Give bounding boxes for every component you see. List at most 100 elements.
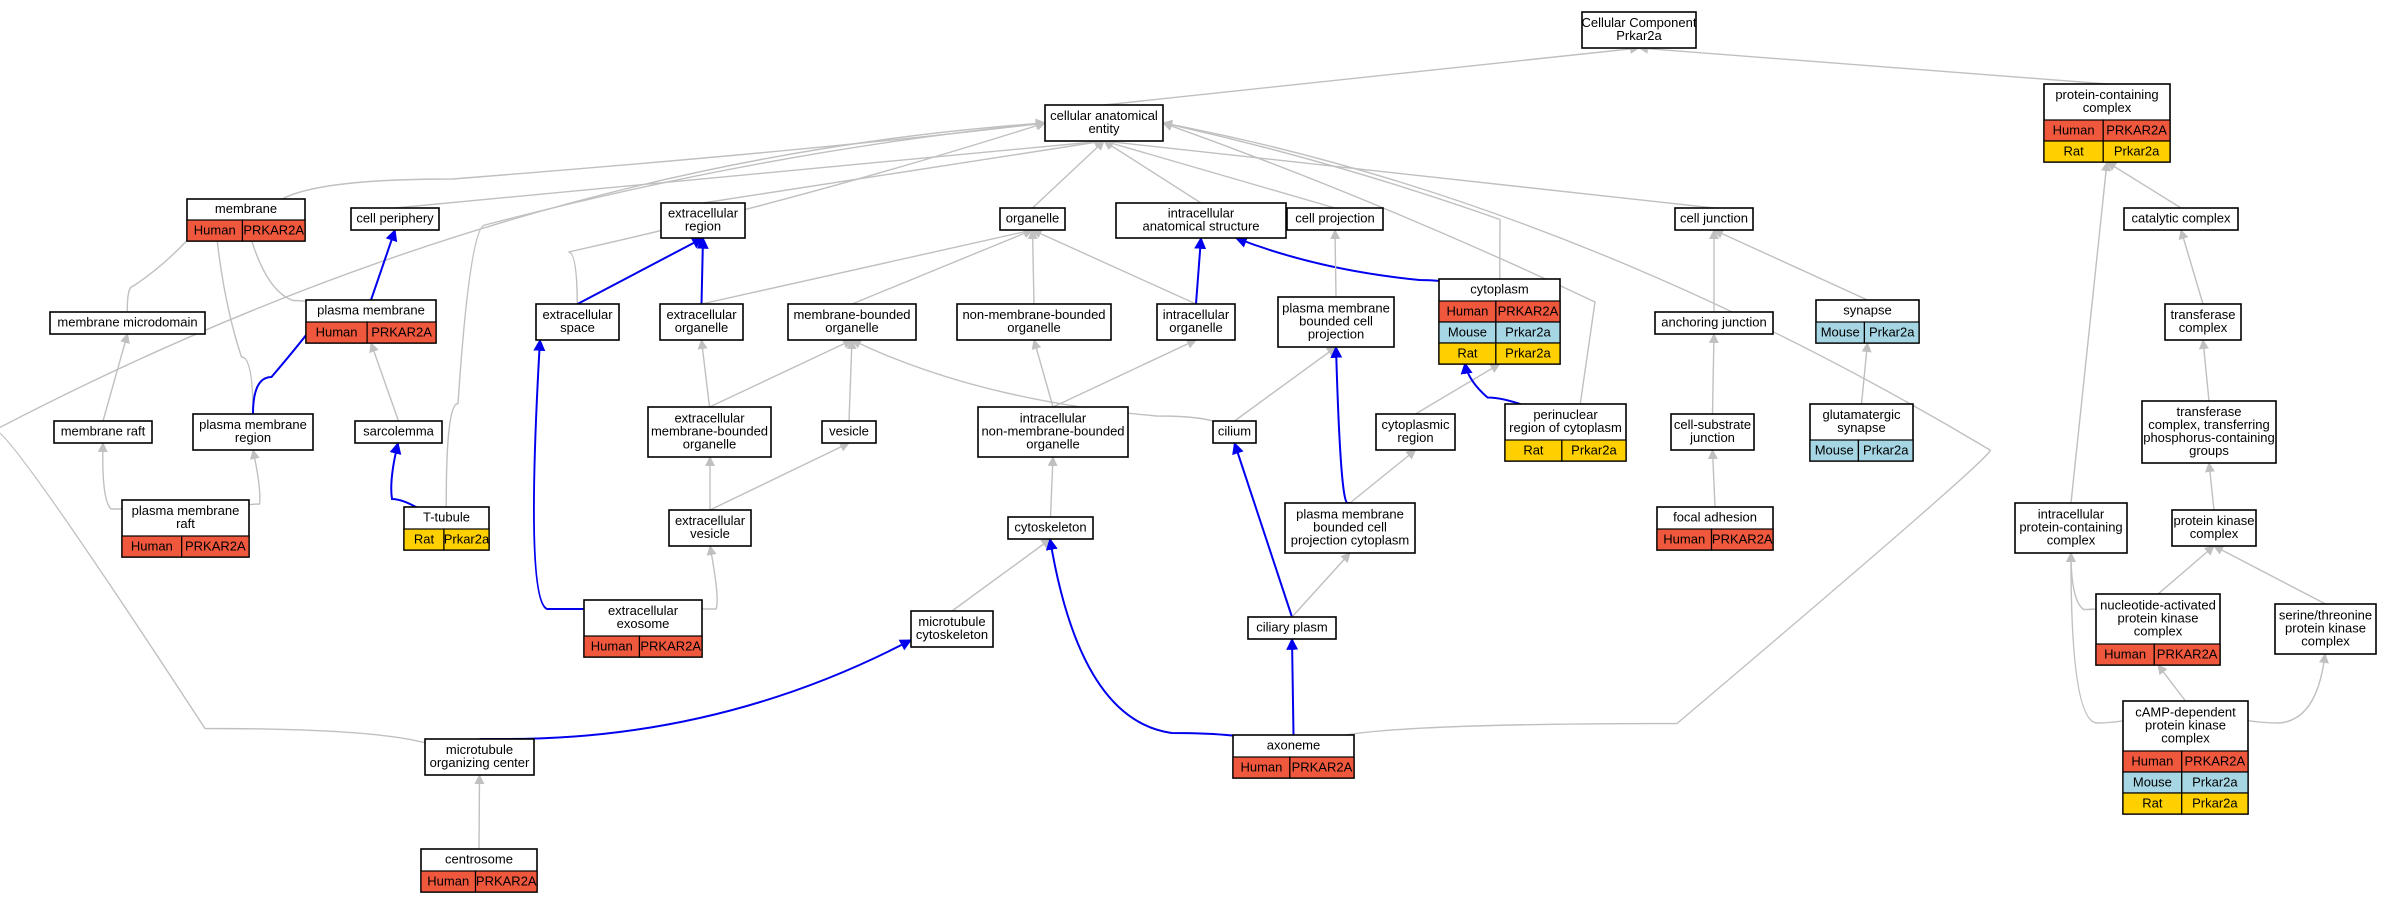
node-organelle[interactable]: organelle (999, 207, 1066, 231)
edge-sarcolemma-to-plasmamem (369, 342, 400, 422)
edge-celljunc-to-cae (1103, 137, 1715, 209)
node-cellperiph[interactable]: cell periphery (350, 207, 440, 231)
node-label: transferase (2176, 404, 2241, 419)
gene-label: Prkar2a (1571, 442, 1617, 457)
node-box (2141, 400, 2277, 464)
node-inmbo[interactable]: intracellularnon-membrane-boundedorganel… (977, 406, 1129, 458)
node-cytoskel[interactable]: cytoskeleton (1007, 516, 1094, 540)
node-memmicro[interactable]: membrane microdomain (49, 311, 206, 335)
edge-cytoplasm-to-ias (1234, 236, 1501, 286)
edge-nmbo-to-organelle (1027, 229, 1038, 305)
edge-cytoreg-to-cytoplasm (1415, 363, 1501, 415)
node-label: intracellular (1168, 205, 1235, 220)
gene-label: Prkar2a (1505, 345, 1551, 360)
node-box (910, 610, 994, 648)
node-box (535, 303, 620, 341)
node-box (1212, 420, 1257, 444)
node-label: complex, transferring (2148, 417, 2269, 432)
node-label: plasma membrane (199, 417, 307, 432)
node-celljunc[interactable]: cell junction (1674, 207, 1754, 231)
node-label: intracellular (2038, 506, 2105, 521)
node-cilium[interactable]: cilium (1212, 420, 1257, 444)
edge-cilium-to-pmbcp (1234, 346, 1337, 422)
gene-cell (1495, 342, 1561, 365)
edge-membrane-to-cae (245, 119, 1046, 205)
gene-cell (1561, 439, 1627, 462)
node-label: space (560, 320, 595, 335)
gene-cell (2153, 643, 2221, 666)
node-label: non-membrane-bounded (981, 423, 1124, 438)
node-box (2171, 509, 2257, 547)
node-catcomp[interactable]: catalytic complex (2123, 207, 2239, 231)
edge-pmraft-to-memraft (97, 442, 187, 510)
species-label: Mouse (1821, 324, 1860, 339)
edge-extreg-to-cae (702, 137, 1105, 204)
node-label: bounded cell (1299, 313, 1373, 328)
edge-mtcyto-to-cytoskel (951, 538, 1052, 612)
edge-camp-to-napkc (2157, 664, 2187, 702)
node-label: sarcolemma (363, 423, 435, 438)
edge-inmbo-to-intorg (1052, 339, 1197, 408)
node-label: centrosome (445, 851, 513, 866)
node-label: synapse (1837, 420, 1885, 435)
gene-cell (181, 535, 250, 558)
node-label: anchoring junction (1661, 314, 1767, 329)
node-box (424, 738, 535, 776)
node-vesicle[interactable]: vesicle (821, 420, 877, 444)
node-box (821, 420, 877, 444)
node-anchjunc[interactable]: anchoring junction (1654, 311, 1774, 335)
node-box (1277, 296, 1395, 348)
edge-exosome-to-extspace (532, 338, 644, 611)
node-box (956, 303, 1112, 341)
gene-label: PRKAR2A (476, 873, 537, 888)
node-label: cytoplasmic (1382, 417, 1450, 432)
node-sarcolemma[interactable]: sarcolemma (354, 420, 443, 444)
node-memraft[interactable]: membrane raft (53, 420, 153, 444)
node-label: microtubule (918, 614, 985, 629)
node-label: membrane-bounded (651, 423, 768, 438)
node-label: region (685, 218, 721, 233)
node-cellproj[interactable]: cell projection (1286, 207, 1384, 231)
node-cilplasm[interactable]: ciliary plasm (1247, 616, 1337, 640)
edge-cae-to-root (1103, 43, 1640, 106)
node-label: ciliary plasm (1256, 619, 1328, 634)
